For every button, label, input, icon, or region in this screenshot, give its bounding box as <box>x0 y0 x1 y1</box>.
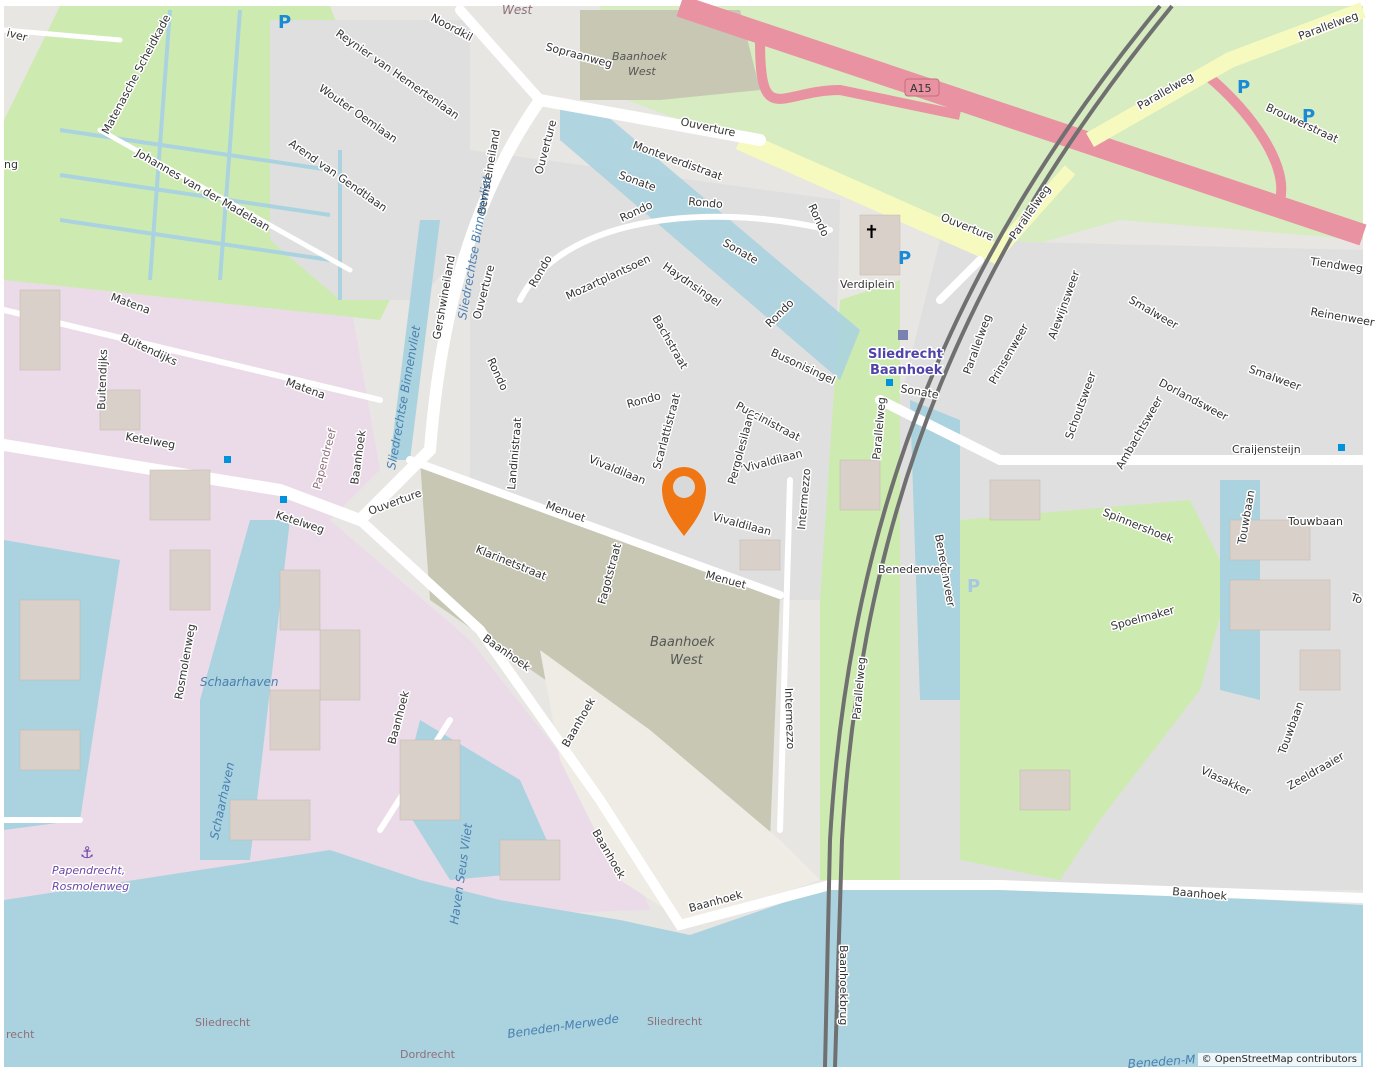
location-marker[interactable] <box>662 467 706 536</box>
canal-east <box>910 400 960 700</box>
schaarhaven-water <box>200 520 290 860</box>
motorway-ramp <box>755 39 962 120</box>
polder-ditches <box>59 9 342 300</box>
trunk-parallelweg <box>1086 2 1366 147</box>
water-label: Beneden-M <box>1127 1052 1196 1070</box>
parking-icon: P <box>278 12 291 33</box>
street-label: Verdiplein <box>840 278 895 291</box>
construction-baanhoek-west <box>420 460 780 840</box>
area-label: West <box>628 65 656 78</box>
area-labels: Baanhoek West Baanhoek West <box>612 50 715 668</box>
area-label: West <box>670 653 704 668</box>
parking-icon: P <box>967 576 980 597</box>
motorway-shield: A15 <box>904 78 940 97</box>
map-pin-dot <box>673 476 695 498</box>
area-label: Baanhoek <box>650 635 715 650</box>
canal-center <box>560 100 860 380</box>
grass-north <box>600 6 1363 260</box>
bus-stop-icon <box>280 496 287 503</box>
map-pin-icon <box>662 467 706 536</box>
trunk-parallelweg-2 <box>984 165 1076 265</box>
station-name: Sliedrecht <box>868 347 943 362</box>
parking-icon: P <box>898 248 911 269</box>
railway <box>823 4 1174 1068</box>
bus-stop-icon <box>886 379 893 386</box>
place-label: Sliedrecht <box>647 1015 703 1028</box>
place-label: Dordrecht <box>400 1048 456 1061</box>
street-label: Intermezzo <box>782 688 797 750</box>
motorway-ramp-east <box>1196 66 1287 202</box>
station[interactable]: Sliedrecht Baanhoek <box>867 330 944 380</box>
street-label: Baanhoek <box>1172 885 1228 903</box>
church-icon: ✝ <box>864 222 879 243</box>
bus-stop-icon <box>1338 444 1345 451</box>
roads <box>0 5 1368 931</box>
street-label: ng <box>4 158 18 171</box>
place-label: West <box>502 3 534 17</box>
buildings <box>19 214 1341 881</box>
street-label: Baanhoekbrug <box>837 945 850 1025</box>
place-label: recht <box>6 1028 35 1041</box>
sand-area <box>540 650 820 925</box>
trunk-ouverture <box>735 130 1005 265</box>
construction-north <box>580 10 760 100</box>
anchor-icon: ⚓ <box>80 843 94 862</box>
attribution[interactable]: © OpenStreetMap contributors <box>1197 1053 1361 1066</box>
place-label: Sliedrecht <box>195 1016 251 1029</box>
bus-stops <box>224 379 1345 503</box>
street-label: Craijensteijn <box>1232 443 1301 456</box>
ferry-name: Rosmolenweg <box>52 880 129 893</box>
area-label: Baanhoek <box>612 50 667 63</box>
river-beneden-merwede <box>4 850 1363 1067</box>
ferry[interactable]: ⚓ Papendrecht, Rosmolenweg <box>51 843 131 895</box>
ferry-name: Papendrecht, <box>52 864 125 877</box>
motorway-a15 <box>676 0 1367 246</box>
street-label: Rondo <box>688 195 724 211</box>
street-label: Buitendijks <box>95 349 110 411</box>
street-label: Benedenveer <box>878 563 952 576</box>
bus-stop-icon <box>224 456 231 463</box>
station-name: Baanhoek <box>870 363 943 378</box>
binnenvliet-canal <box>390 220 440 460</box>
water-label: Schaarhaven <box>200 675 279 689</box>
parking-icon: P <box>1302 106 1315 127</box>
parking-icon: P <box>1237 77 1250 98</box>
svg-text:A15: A15 <box>910 82 932 95</box>
parking-icons: P P P P P <box>278 12 1315 597</box>
street-label: Parallelweg <box>850 657 868 721</box>
street-label: Touwbaan <box>1287 515 1343 528</box>
station-icon <box>898 330 908 340</box>
